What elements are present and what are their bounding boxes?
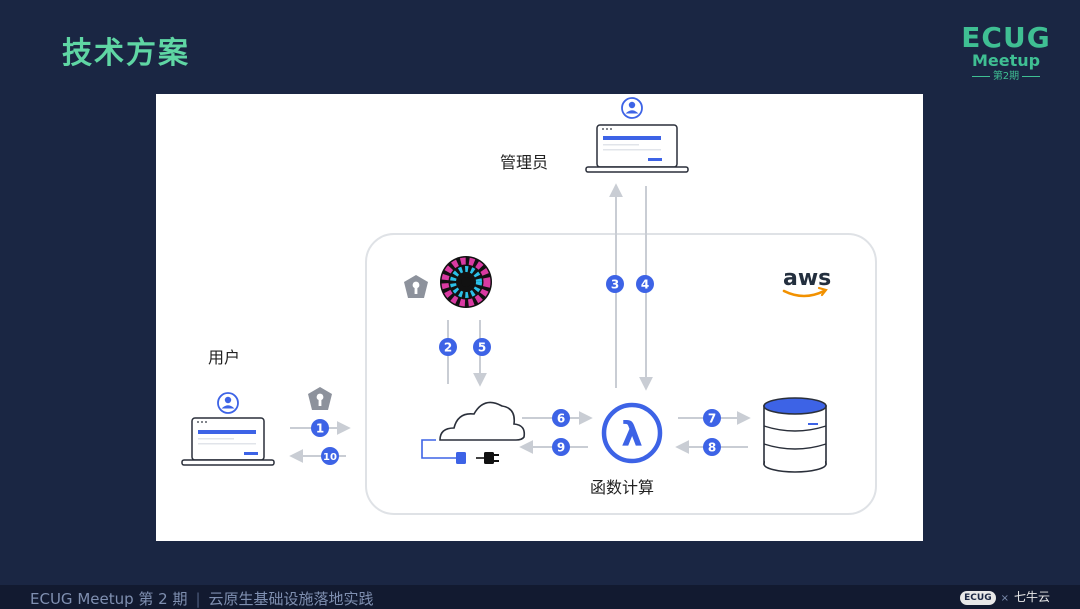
step-label-10: 10 bbox=[323, 452, 337, 463]
footer-logos: ECUG × 七牛云 bbox=[960, 588, 1050, 605]
key-icon-user bbox=[308, 387, 332, 410]
step-label-1: 1 bbox=[316, 422, 324, 436]
brand-line3: 第2期 bbox=[992, 71, 1020, 82]
footer-times: × bbox=[1000, 593, 1009, 604]
step-label-9: 9 bbox=[557, 441, 565, 455]
step-label-4: 4 bbox=[641, 278, 649, 292]
user-avatar-icon bbox=[217, 392, 239, 414]
aws-logo: aws bbox=[782, 266, 831, 298]
architecture-diagram: aws λ bbox=[156, 94, 923, 541]
step-badge-8: 8 bbox=[703, 438, 721, 456]
aws-text: aws bbox=[783, 266, 831, 291]
footer-bar: ECUG Meetup 第 2 期 | 云原生基础设施落地实践 ECUG × 七牛云 bbox=[0, 585, 1080, 609]
brand-line1: ECUG bbox=[961, 21, 1051, 54]
brand-rule-left bbox=[971, 75, 990, 77]
step-badge-4: 4 bbox=[636, 275, 654, 293]
step-label-5: 5 bbox=[478, 341, 486, 355]
auth-service-logo-icon bbox=[440, 256, 492, 308]
brand-edition-row: 第2期 bbox=[960, 70, 1052, 84]
database-icon bbox=[763, 397, 827, 473]
admin-label: 管理员 bbox=[500, 153, 549, 172]
brand-rule-right bbox=[1022, 75, 1041, 77]
cloud-plug-icon bbox=[421, 401, 526, 464]
user-label: 用户 bbox=[208, 348, 241, 367]
admin-avatar-icon bbox=[621, 97, 643, 119]
cloud-boundary bbox=[365, 233, 877, 515]
step-badge-10: 10 bbox=[321, 447, 339, 465]
ecug-badge: ECUG bbox=[960, 590, 996, 605]
step-label-8: 8 bbox=[708, 441, 716, 455]
step-label-2: 2 bbox=[444, 341, 452, 355]
key-icon-auth bbox=[404, 275, 428, 298]
svg-text:λ: λ bbox=[621, 415, 643, 455]
step-badge-1: 1 bbox=[311, 419, 329, 437]
step-badge-9: 9 bbox=[552, 438, 570, 456]
step-label-6: 6 bbox=[557, 412, 565, 426]
brand-logo: ECUG Meetup 第2期 bbox=[960, 24, 1052, 84]
step-label-7: 7 bbox=[708, 412, 716, 426]
partner-logo: 七牛云 bbox=[1013, 590, 1050, 604]
step-badge-7: 7 bbox=[703, 409, 721, 427]
step-badge-3: 3 bbox=[606, 275, 624, 293]
user-laptop-icon bbox=[181, 417, 275, 466]
step-badge-2: 2 bbox=[439, 338, 457, 356]
brand-line2: Meetup bbox=[971, 51, 1041, 70]
footer-event: ECUG Meetup 第 2 期 bbox=[30, 590, 188, 608]
step-badge-6: 6 bbox=[552, 409, 570, 427]
function-compute-label: 函数计算 bbox=[590, 478, 655, 497]
diagram-canvas: aws λ bbox=[181, 97, 877, 515]
footer-separator: | bbox=[195, 590, 201, 608]
step-label-3: 3 bbox=[611, 278, 619, 292]
flow-arrows bbox=[289, 183, 751, 463]
lambda-function-icon: λ bbox=[601, 402, 663, 464]
footer-subtitle: 云原生基础设施落地实践 bbox=[208, 590, 374, 608]
footer-left: ECUG Meetup 第 2 期 | 云原生基础设施落地实践 bbox=[30, 588, 374, 609]
slide-title: 技术方案 bbox=[62, 36, 190, 71]
admin-laptop-icon bbox=[585, 124, 689, 173]
step-badge-5: 5 bbox=[473, 338, 491, 356]
